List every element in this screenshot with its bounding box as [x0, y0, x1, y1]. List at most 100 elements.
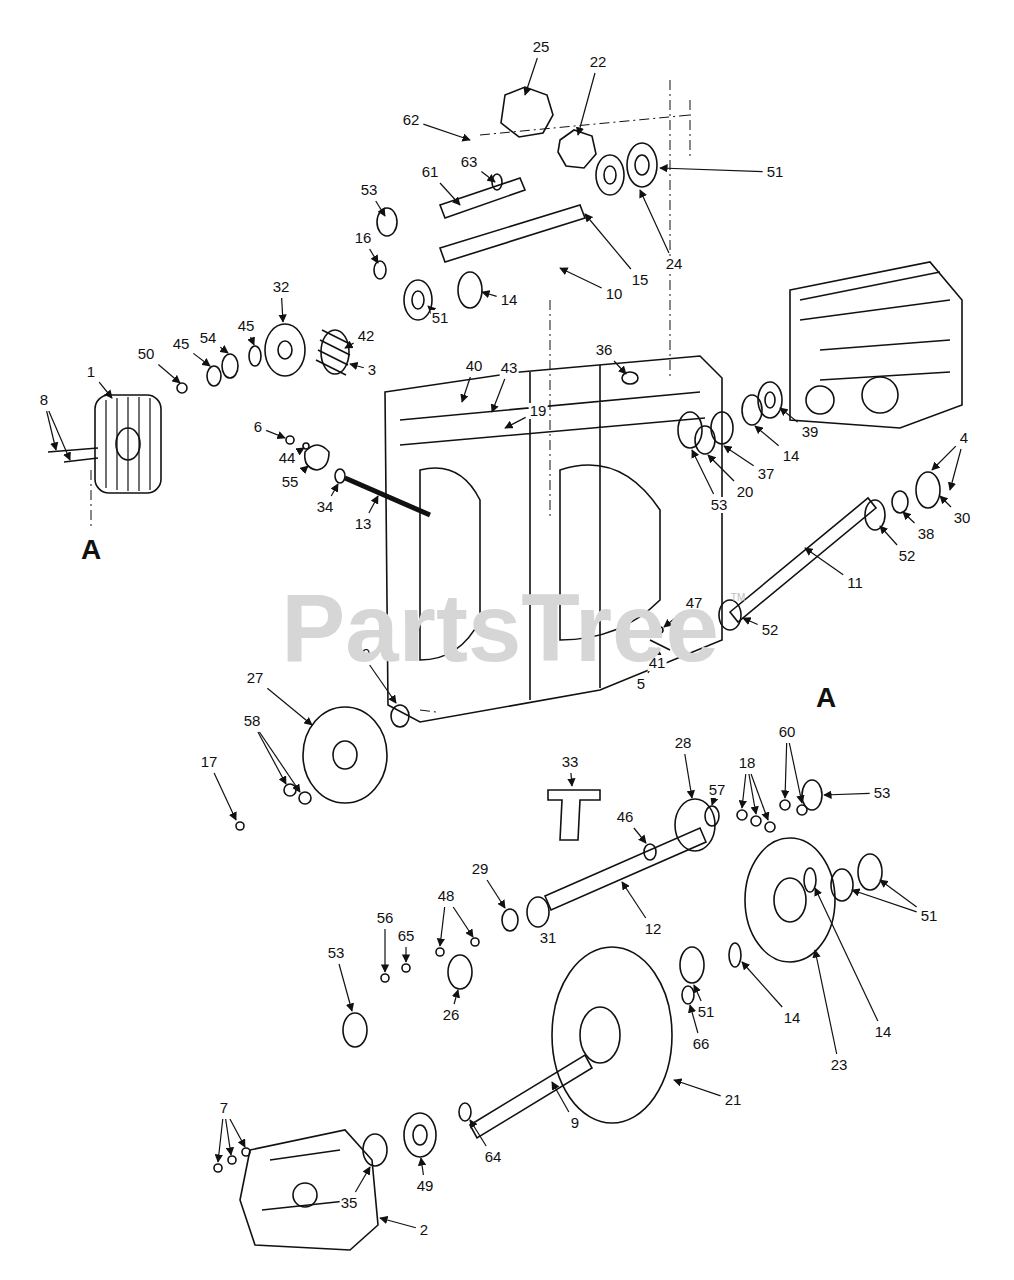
leader-line	[214, 773, 236, 820]
callout-number: 2	[419, 1222, 429, 1238]
leader-line	[622, 882, 646, 918]
leader-line	[266, 430, 285, 438]
leader-line	[282, 298, 283, 322]
leader-line	[712, 801, 713, 805]
callout-number: 17	[200, 754, 219, 770]
callout-number: 57	[708, 782, 727, 798]
callout-number: 51	[431, 310, 450, 326]
leader-line	[230, 1119, 245, 1147]
callout-number: 48	[437, 888, 456, 904]
leader-line	[49, 411, 70, 460]
leader-line	[440, 907, 445, 946]
callout-number: 14	[500, 292, 519, 308]
leader-line	[259, 732, 300, 792]
callout-number: 55	[281, 474, 300, 490]
leader-line	[453, 907, 473, 937]
watermark: TM	[730, 590, 746, 606]
callout-number: 3	[367, 362, 377, 378]
leader-line	[331, 484, 338, 496]
leader-line	[552, 1082, 569, 1112]
leader-line	[571, 773, 572, 786]
leader-line	[789, 743, 802, 803]
leader-line	[487, 880, 505, 908]
callout-number: 53	[327, 945, 346, 961]
leader-line	[226, 1119, 231, 1155]
leader-line	[454, 990, 458, 1004]
leader-line	[578, 73, 595, 135]
leader-line	[158, 365, 180, 383]
callout-number: 24	[665, 256, 684, 272]
leader-line	[749, 774, 756, 814]
leader-line	[470, 1120, 486, 1146]
callout-number: 38	[917, 526, 936, 542]
callout-number: 49	[416, 1178, 435, 1194]
leader-line	[724, 446, 754, 466]
callout-number: 43	[500, 360, 519, 376]
callout-number: 44	[278, 450, 297, 466]
callout-number: 60	[778, 724, 797, 740]
callout-number: 46	[616, 809, 635, 825]
callout-number: 5	[636, 676, 646, 692]
leader-line	[880, 526, 897, 545]
callout-number: 51	[766, 164, 785, 180]
callout-number: 32	[272, 279, 291, 295]
leader-line	[903, 512, 915, 523]
leader-line	[339, 964, 352, 1011]
callout-number: 31	[539, 930, 558, 946]
callout-number: 20	[736, 484, 755, 500]
callout-number: 39	[801, 424, 820, 440]
callout-number: 58	[243, 713, 262, 729]
callout-number: 4	[959, 430, 969, 446]
callout-number: 14	[782, 448, 801, 464]
callout-number: 10	[605, 286, 624, 302]
callout-number: 27	[246, 670, 265, 686]
callout-number: 54	[199, 330, 218, 346]
callout-number: 8	[39, 392, 49, 408]
leader-line	[755, 426, 779, 446]
leader-line	[708, 455, 734, 481]
leader-line	[99, 382, 112, 398]
callout-number: 12	[644, 921, 663, 937]
view-reference: A	[815, 683, 837, 713]
leader-line	[218, 1119, 223, 1162]
callout-number: 25	[532, 39, 551, 55]
callout-number: 37	[757, 466, 776, 482]
callout-number: 15	[631, 272, 650, 288]
leader-line	[614, 361, 626, 374]
callout-number: 51	[697, 1004, 716, 1020]
callout-number: 6	[253, 419, 263, 435]
leader-line	[824, 793, 870, 795]
leader-line	[302, 466, 308, 471]
callout-number: 62	[402, 112, 421, 128]
leader-line	[743, 618, 758, 625]
leader-line	[815, 950, 837, 1054]
leader-line	[428, 306, 429, 307]
leader-line	[345, 343, 354, 348]
callout-number: 14	[783, 1010, 802, 1026]
callout-number: 13	[354, 516, 373, 532]
leader-line	[369, 496, 378, 513]
leader-line	[405, 947, 406, 962]
callout-number: 23	[830, 1057, 849, 1073]
callout-number: 29	[471, 861, 490, 877]
callout-number: 30	[953, 510, 972, 526]
leader-line	[384, 929, 385, 972]
callout-number: 45	[172, 336, 191, 352]
leader-line	[251, 337, 254, 345]
leader-line	[355, 1167, 370, 1192]
callout-number: 52	[761, 622, 780, 638]
leader-line	[440, 183, 460, 205]
callout-number: 50	[137, 346, 156, 362]
callout-number: 56	[376, 910, 395, 926]
leader-line	[785, 743, 787, 798]
leader-line	[350, 364, 364, 368]
callout-number: 66	[692, 1036, 711, 1052]
callout-number: 36	[595, 342, 614, 358]
leader-line	[751, 774, 768, 820]
leader-line	[640, 190, 669, 253]
callout-number: 18	[738, 755, 757, 771]
leader-line	[852, 890, 917, 912]
callout-number: 40	[465, 358, 484, 374]
leader-line	[258, 732, 286, 784]
